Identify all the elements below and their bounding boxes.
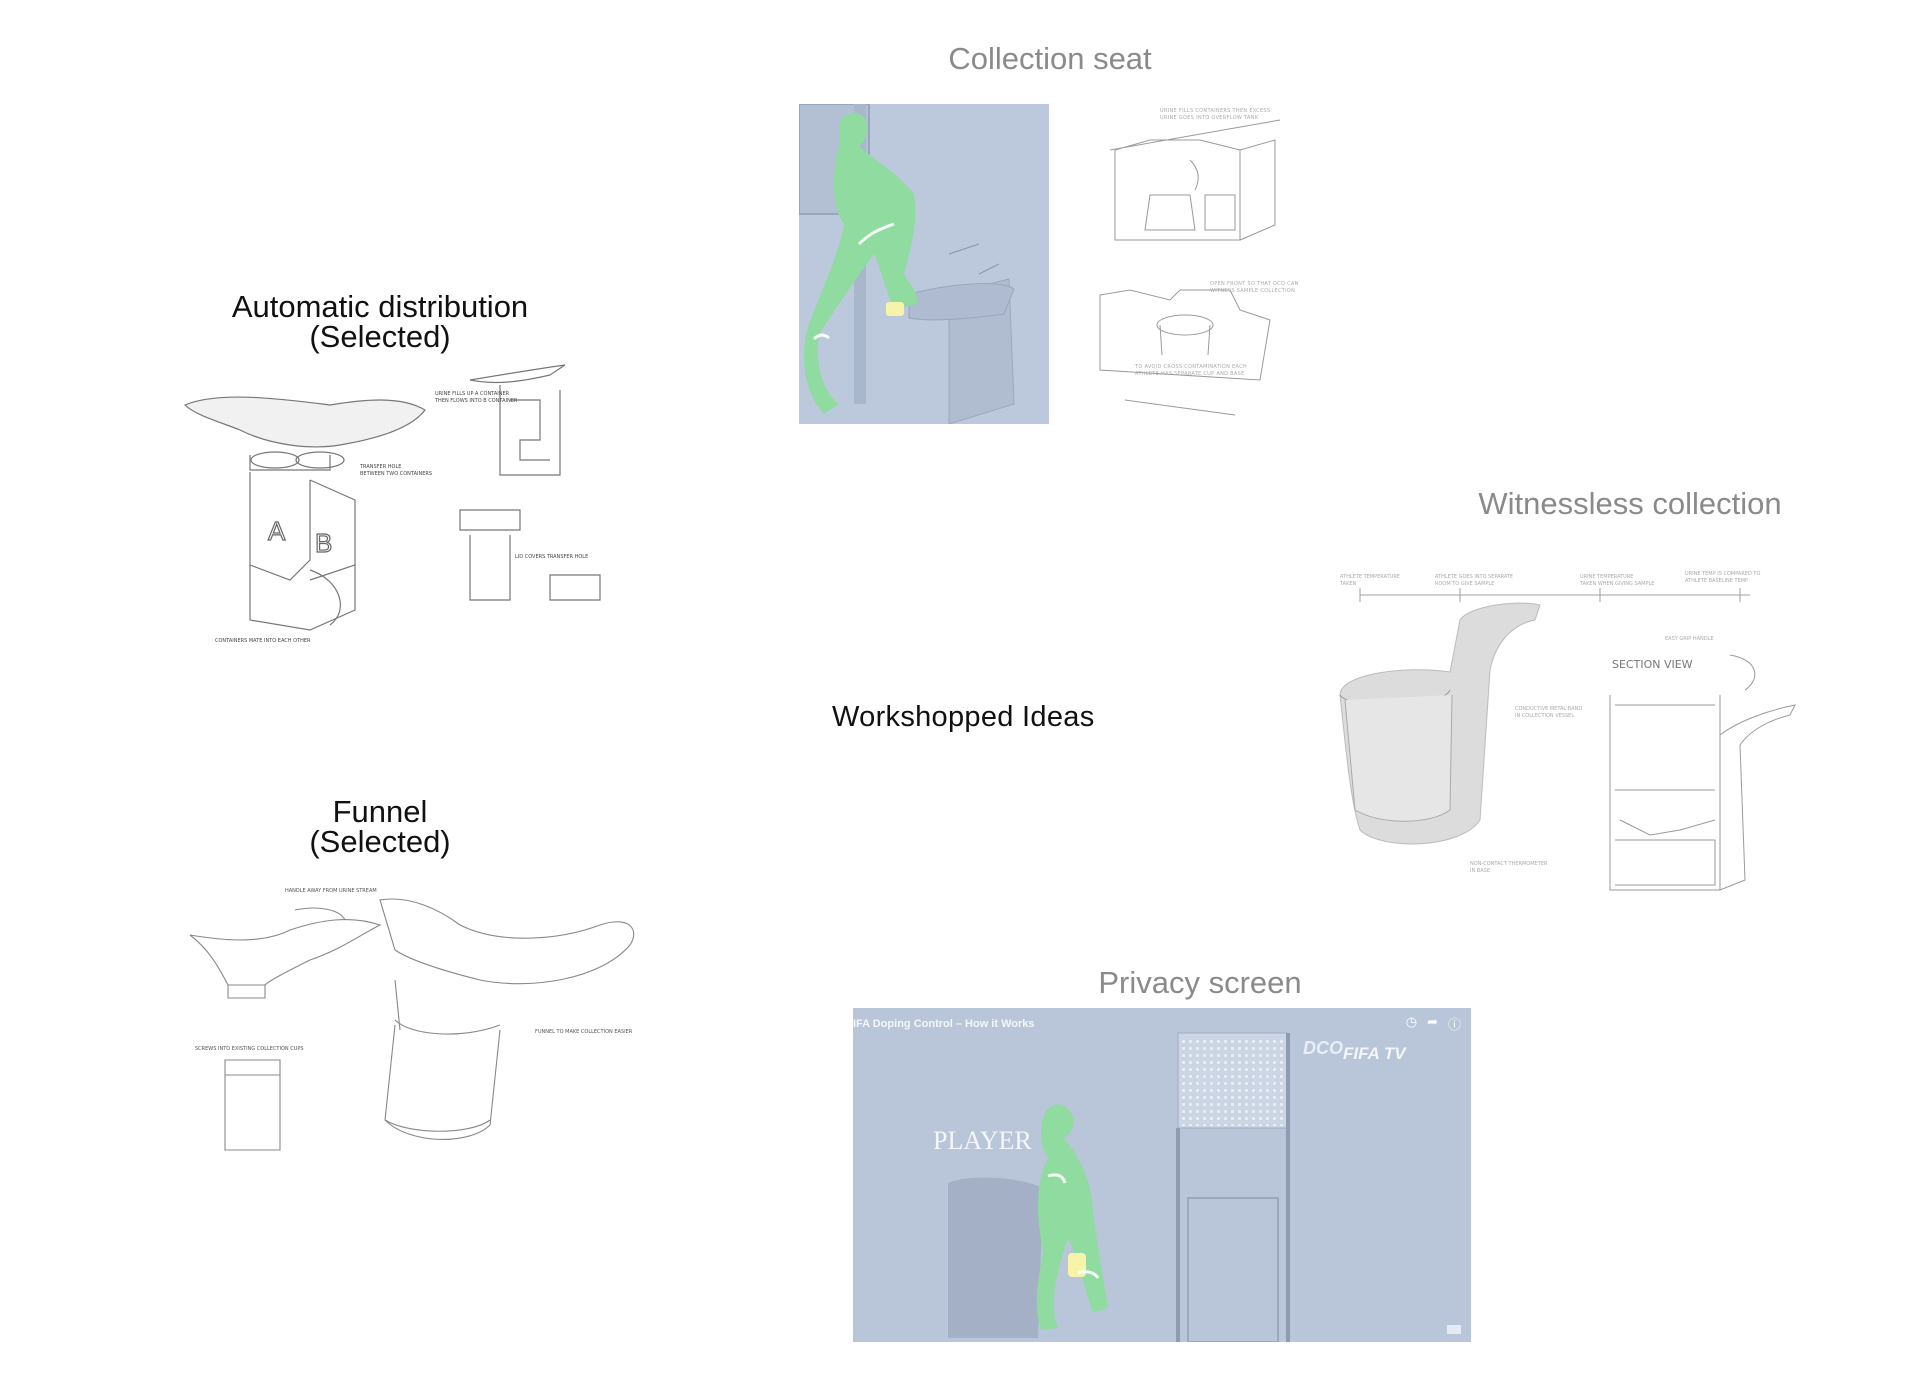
- player-label: PLAYER: [933, 1126, 1032, 1155]
- svg-text:WITNESS SAMPLE COLLECTION: WITNESS SAMPLE COLLECTION: [1210, 288, 1295, 294]
- svg-text:NON-CONTACT THERMOMETER: NON-CONTACT THERMOMETER: [1470, 861, 1548, 867]
- collection-seat-sketch: URINE FILLS CONTAINERS THEN EXCESS URINE…: [1099, 108, 1299, 416]
- privacy-screen-video[interactable]: IFA Doping Control – How it Works ◷ ➦ ⓘ …: [853, 1008, 1471, 1342]
- svg-text:IN COLLECTION VESSEL: IN COLLECTION VESSEL: [1515, 713, 1574, 719]
- svg-text:ATHLETE TEMPERATURE: ATHLETE TEMPERATURE: [1340, 574, 1400, 580]
- automatic-distribution-title-line2: (Selected): [309, 319, 451, 354]
- witnessless-collection-sketch: SECTION VIEW ATHLETE TEMPERATURE TAKEN A…: [1339, 571, 1796, 891]
- funnel-sketch: HANDLE AWAY FROM URINE STREAM FUNNEL TO …: [189, 888, 635, 1151]
- funnel-title: Funnel (Selected): [200, 794, 560, 859]
- video-title[interactable]: IFA Doping Control – How it Works: [853, 1018, 1035, 1030]
- collection-seat-title: Collection seat: [948, 41, 1152, 76]
- privacy-screen-title: Privacy screen: [1098, 965, 1302, 1000]
- svg-text:URINE TEMPERATURE: URINE TEMPERATURE: [1580, 574, 1633, 580]
- svg-text:IN BASE: IN BASE: [1470, 868, 1490, 874]
- svg-text:TAKEN: TAKEN: [1339, 581, 1357, 587]
- svg-text:A: A: [268, 516, 286, 546]
- share-icon[interactable]: ➦: [1427, 1014, 1438, 1029]
- svg-text:URINE FILLS UP A CONTAINER: URINE FILLS UP A CONTAINER: [435, 391, 510, 397]
- dco-label: DCO: [1303, 1038, 1343, 1058]
- svg-text:ATHLETE BASELINE TEMP: ATHLETE BASELINE TEMP: [1685, 578, 1748, 584]
- witnessless-collection-title: Witnessless collection: [1478, 486, 1782, 521]
- svg-text:TRANSFER HOLE: TRANSFER HOLE: [359, 464, 401, 470]
- svg-text:CONDUCTIVE METAL BAND: CONDUCTIVE METAL BAND: [1515, 706, 1582, 712]
- video-title-bar: IFA Doping Control – How it Works: [853, 1008, 1471, 1042]
- svg-text:URINE FILLS CONTAINERS THEN EX: URINE FILLS CONTAINERS THEN EXCESS: [1160, 108, 1270, 114]
- collection-seat-render: [799, 104, 1049, 424]
- workshopped-ideas-label: Workshopped Ideas: [832, 701, 1095, 733]
- svg-text:ROOM TO GIVE SAMPLE: ROOM TO GIVE SAMPLE: [1435, 581, 1494, 587]
- svg-text:ATHLETE GOES INTO SEPARATE: ATHLETE GOES INTO SEPARATE: [1435, 574, 1513, 580]
- svg-text:THEN FLOWS INTO B CONTAINER: THEN FLOWS INTO B CONTAINER: [434, 398, 518, 404]
- svg-text:B: B: [315, 528, 332, 558]
- seated-athlete-illustration: [799, 104, 1049, 424]
- youtube-logo-icon[interactable]: [1447, 1325, 1461, 1334]
- automatic-distribution-title-line1: Automatic distribution: [231, 289, 529, 324]
- svg-text:URINE GOES INTO OVERFLOW TANK: URINE GOES INTO OVERFLOW TANK: [1160, 115, 1259, 121]
- svg-text:ATHLETE HAS SEPARATE CUP AND B: ATHLETE HAS SEPARATE CUP AND BASE: [1135, 371, 1245, 377]
- video-controls: ◷ ➦ ⓘ: [1406, 1014, 1461, 1033]
- svg-text:SCREWS INTO EXISTING COLLECTIO: SCREWS INTO EXISTING COLLECTION CUPS: [195, 1046, 304, 1052]
- automatic-distribution-title: Automatic distribution (Selected): [200, 289, 560, 354]
- svg-text:LID COVERS TRANSFER HOLE: LID COVERS TRANSFER HOLE: [515, 554, 588, 560]
- svg-text:TO AVOID CROSS CONTAMINATION E: TO AVOID CROSS CONTAMINATION EACH: [1134, 364, 1247, 370]
- section-view-label: SECTION VIEW: [1612, 658, 1693, 671]
- automatic-distribution-sketch: A B URINE FILLS UP A CONTAINER THEN FLOW…: [183, 364, 601, 644]
- info-icon[interactable]: ⓘ: [1447, 1017, 1461, 1032]
- funnel-title-line2: (Selected): [309, 824, 451, 859]
- svg-text:OPEN FRONT SO THAT DCO CAN: OPEN FRONT SO THAT DCO CAN: [1210, 281, 1299, 287]
- funnel-title-line1: Funnel: [332, 794, 428, 829]
- svg-text:FUNNEL TO MAKE COLLECTION EASI: FUNNEL TO MAKE COLLECTION EASIER: [535, 1029, 633, 1035]
- svg-text:EASY GRIP HANDLE: EASY GRIP HANDLE: [1665, 636, 1714, 642]
- svg-text:URINE TEMP IS COMPARED TO: URINE TEMP IS COMPARED TO: [1685, 571, 1760, 577]
- svg-text:CONTAINERS MATE INTO EACH OTHE: CONTAINERS MATE INTO EACH OTHER: [215, 638, 311, 644]
- svg-text:BETWEEN TWO CONTAINERS: BETWEEN TWO CONTAINERS: [360, 471, 432, 477]
- privacy-screen-illustration: [853, 1008, 1471, 1342]
- privacy-screen-dots: [1180, 1038, 1285, 1126]
- svg-text:HANDLE AWAY FROM URINE STREAM: HANDLE AWAY FROM URINE STREAM: [285, 888, 377, 894]
- svg-text:TAKEN WHEN GIVING SAMPLE: TAKEN WHEN GIVING SAMPLE: [1579, 581, 1654, 587]
- clock-icon[interactable]: ◷: [1405, 1014, 1418, 1029]
- fifa-tv-logo: FIFA TV: [1343, 1044, 1406, 1063]
